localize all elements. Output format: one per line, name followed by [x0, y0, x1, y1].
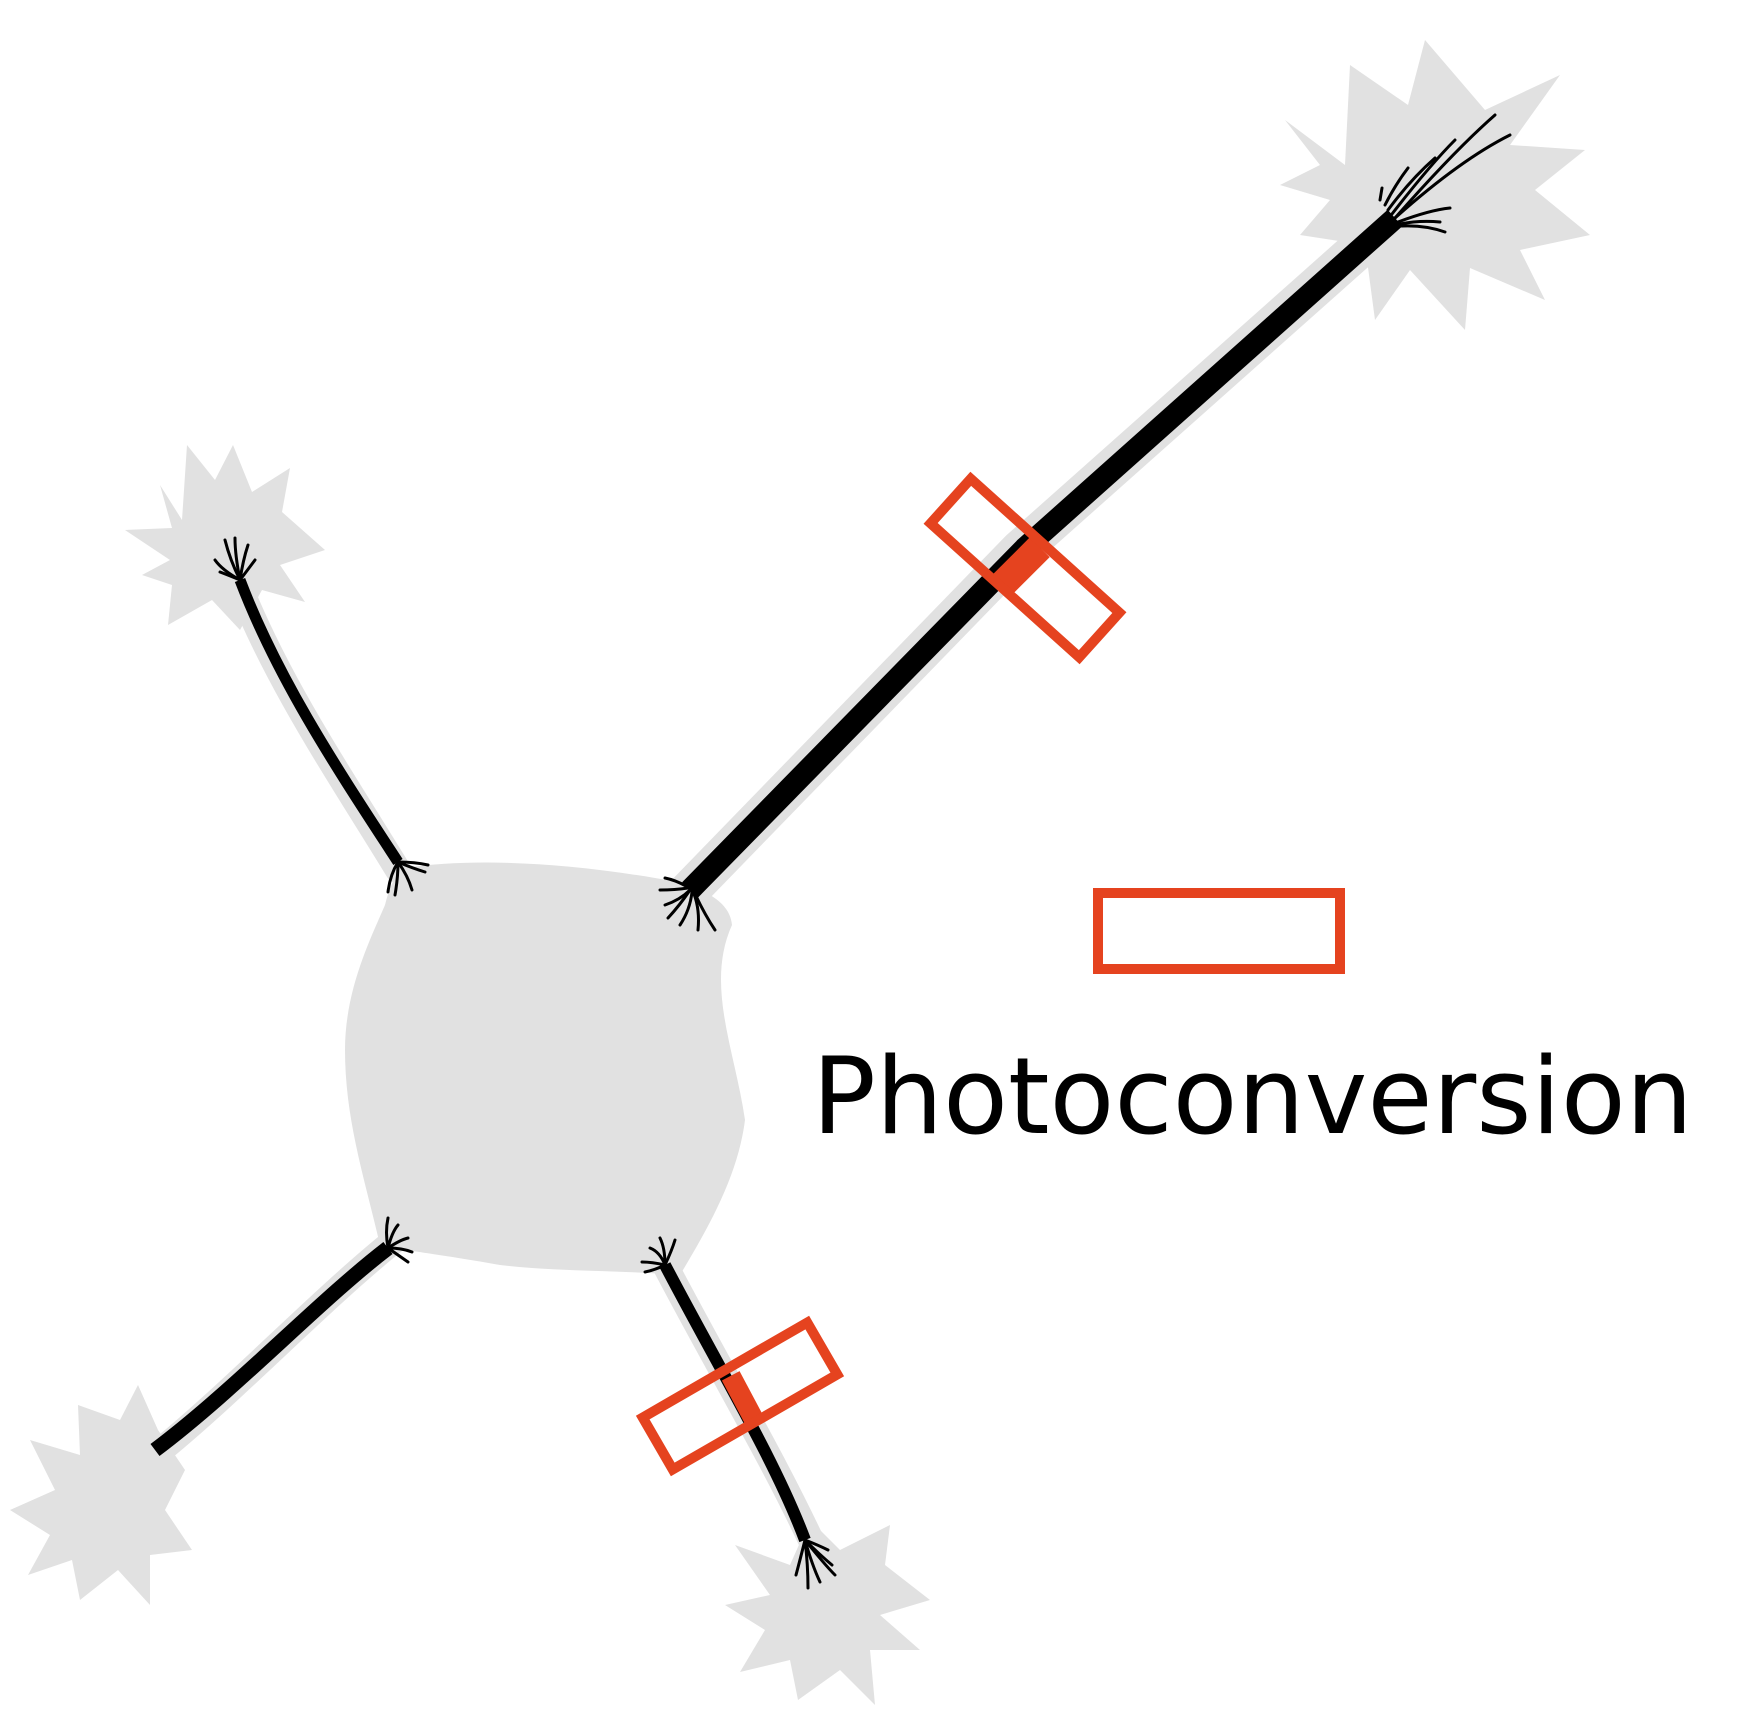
lower-right-photoconverted-segment [721, 1371, 763, 1423]
neurite-halos [142, 192, 1420, 1573]
upper-right-photoconversion-box [923, 471, 1127, 665]
upper-left-growth-cone [125, 445, 325, 630]
lower-left-neurite [150, 1242, 393, 1456]
legend: Photoconversion [812, 888, 1693, 1158]
cell-body [345, 862, 745, 1275]
upper-right-distal-splay [1378, 113, 1512, 234]
upper-right-proximal-splay [658, 876, 717, 932]
upper-right-photoconverted-segment [990, 537, 1050, 597]
lower-right-photoconversion-box [635, 1315, 845, 1477]
lower-right-growth-cone [725, 1520, 930, 1705]
upper-left-proximal-splay [386, 860, 430, 897]
upper-left-neurite [234, 578, 403, 866]
legend-photoconversion-label: Photoconversion [812, 1035, 1693, 1158]
lower-right-proximal-splay [640, 1236, 677, 1274]
photoconversion-regions [635, 471, 1127, 1477]
growth-cones [10, 40, 1590, 1705]
legend-photoconversion-swatch [1093, 888, 1345, 974]
lower-right-distal-splay [794, 1538, 837, 1590]
lower-left-proximal-splay [385, 1216, 414, 1264]
upper-left-distal-splay [213, 536, 257, 582]
microtubule-splays [213, 113, 1512, 1590]
lower-left-growth-cone [10, 1385, 192, 1605]
